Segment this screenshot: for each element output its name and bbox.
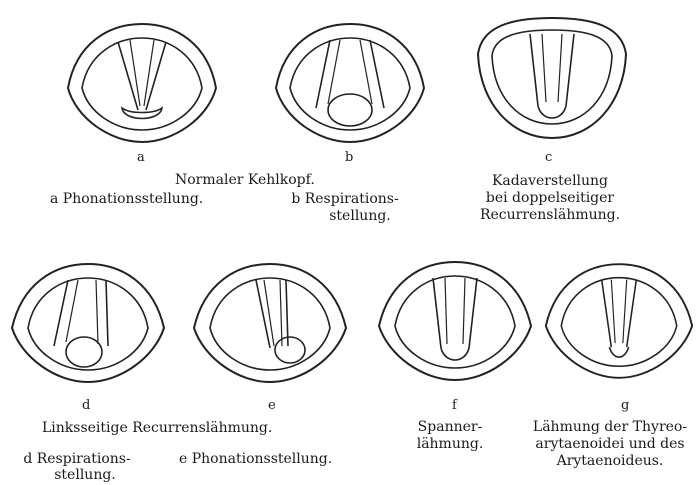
larynx-figure-b xyxy=(270,18,430,148)
caption-tensor-2: lähmung. xyxy=(395,436,505,453)
caption-normal-title: Normaler Kehlkopf. xyxy=(175,172,315,189)
larynx-figure-f xyxy=(375,256,535,386)
larynx-drawing-a xyxy=(62,18,222,148)
caption-cadaver-3: Recurrenslähmung. xyxy=(470,207,630,224)
caption-left-title: Linksseitige Recurrenslähmung. xyxy=(42,420,272,437)
label-g: g xyxy=(621,398,629,413)
larynx-figure-d xyxy=(8,258,168,388)
larynx-drawing-g xyxy=(542,256,696,386)
larynx-drawing-b xyxy=(270,18,430,148)
larynx-figure-g xyxy=(542,256,696,386)
larynx-drawing-f xyxy=(375,256,535,386)
label-f: f xyxy=(452,398,457,413)
label-b: b xyxy=(345,150,353,165)
larynx-figure-c xyxy=(472,14,632,144)
caption-left-e: e Phonationsstellung. xyxy=(179,451,332,468)
caption-thyreo-3: Arytaenoideus. xyxy=(520,453,700,470)
label-e: e xyxy=(268,398,276,413)
larynx-figure-e xyxy=(190,258,350,388)
caption-thyreo-2: arytaenoidei und des xyxy=(520,436,700,453)
larynx-drawing-e xyxy=(190,258,350,388)
larynx-figure-a xyxy=(62,18,222,148)
caption-cadaver-2: bei doppelseitiger xyxy=(470,190,630,207)
caption-tensor-1: Spanner- xyxy=(395,419,505,436)
label-d: d xyxy=(82,398,90,413)
label-a: a xyxy=(137,150,145,165)
caption-normal-a: a Phonationsstellung. xyxy=(50,191,203,208)
caption-thyreo-1: Lähmung der Thyreo- xyxy=(520,419,700,436)
caption-cadaver-1: Kadaverstellung xyxy=(470,173,630,190)
larynx-drawing-d xyxy=(8,258,168,388)
larynx-drawing-c xyxy=(472,14,632,144)
caption-normal-b2: stellung. xyxy=(295,208,425,225)
caption-left-d2: stellung. xyxy=(30,467,140,484)
caption-normal-b1: b Respirations- xyxy=(280,191,410,208)
label-c: c xyxy=(545,150,552,165)
caption-left-d1: d Respirations- xyxy=(12,451,142,468)
